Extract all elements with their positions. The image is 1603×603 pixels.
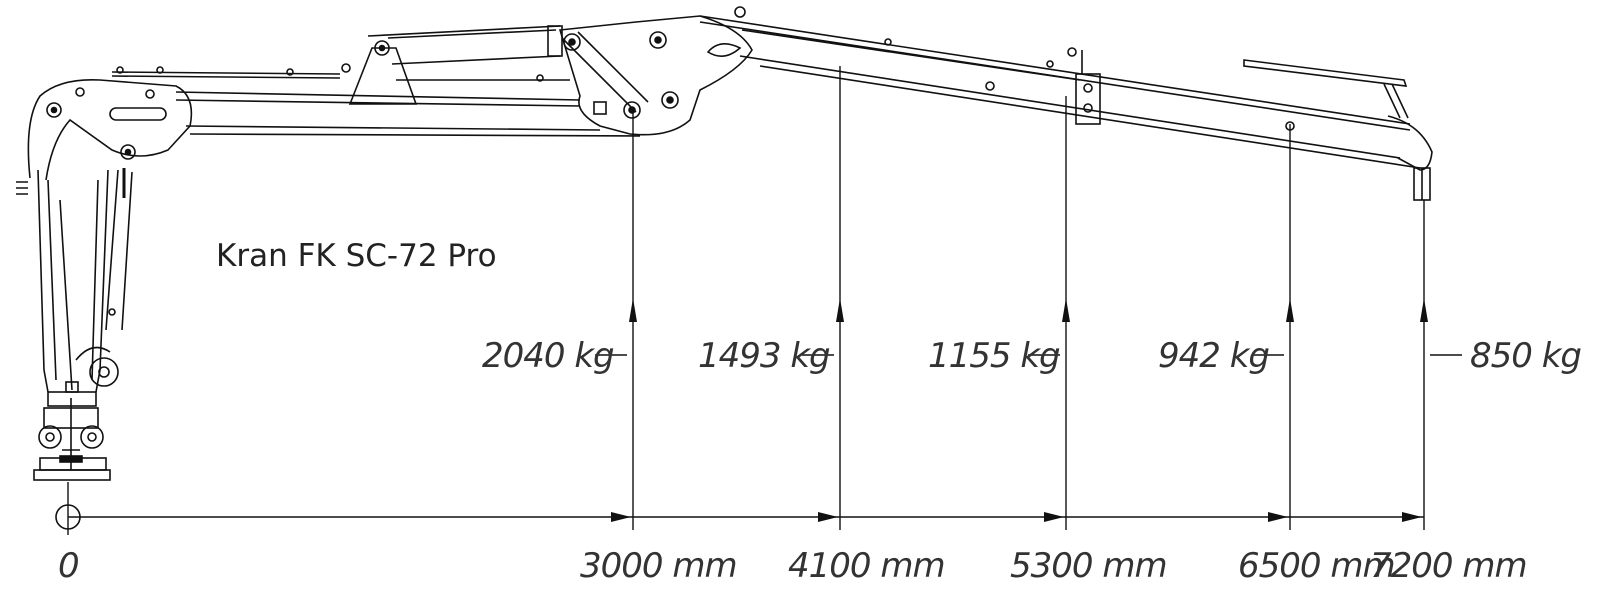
load-label-7200: 850 kg	[1470, 336, 1582, 376]
crane-title: Kran FK SC-72 Pro	[216, 238, 497, 274]
distance-label-5300: 5300 mm	[1010, 546, 1168, 586]
distance-label-3000: 3000 mm	[580, 546, 738, 586]
distance-label-7200: 7200 mm	[1370, 546, 1528, 586]
distance-label-6500: 6500 mm	[1238, 546, 1396, 586]
load-label-6500: 942 kg	[1158, 336, 1270, 376]
load-arrow-5300	[1062, 298, 1070, 322]
load-label-4100: 1493 kg	[698, 336, 831, 376]
main-boom	[27, 6, 753, 181]
origin-label: 0	[58, 546, 80, 586]
load-arrow-6500	[1286, 298, 1294, 322]
distance-arrow-5300	[1044, 512, 1064, 522]
load-marks	[595, 66, 1462, 530]
load-label-5300: 1155 kg	[928, 336, 1061, 376]
distance-arrow-7200	[1402, 512, 1422, 522]
load-arrow-4100	[836, 298, 844, 322]
load-arrow-7200	[1420, 298, 1428, 322]
distance-axis	[55, 482, 1424, 535]
distance-label-4100: 4100 mm	[788, 546, 946, 586]
load-label-3000: 2040 kg	[482, 336, 615, 376]
load-arrow-3000	[629, 298, 637, 322]
distance-arrow-4100	[818, 512, 838, 522]
crane-base	[16, 168, 133, 481]
distance-arrow-3000	[611, 512, 631, 522]
distance-arrow-6500	[1268, 512, 1288, 522]
